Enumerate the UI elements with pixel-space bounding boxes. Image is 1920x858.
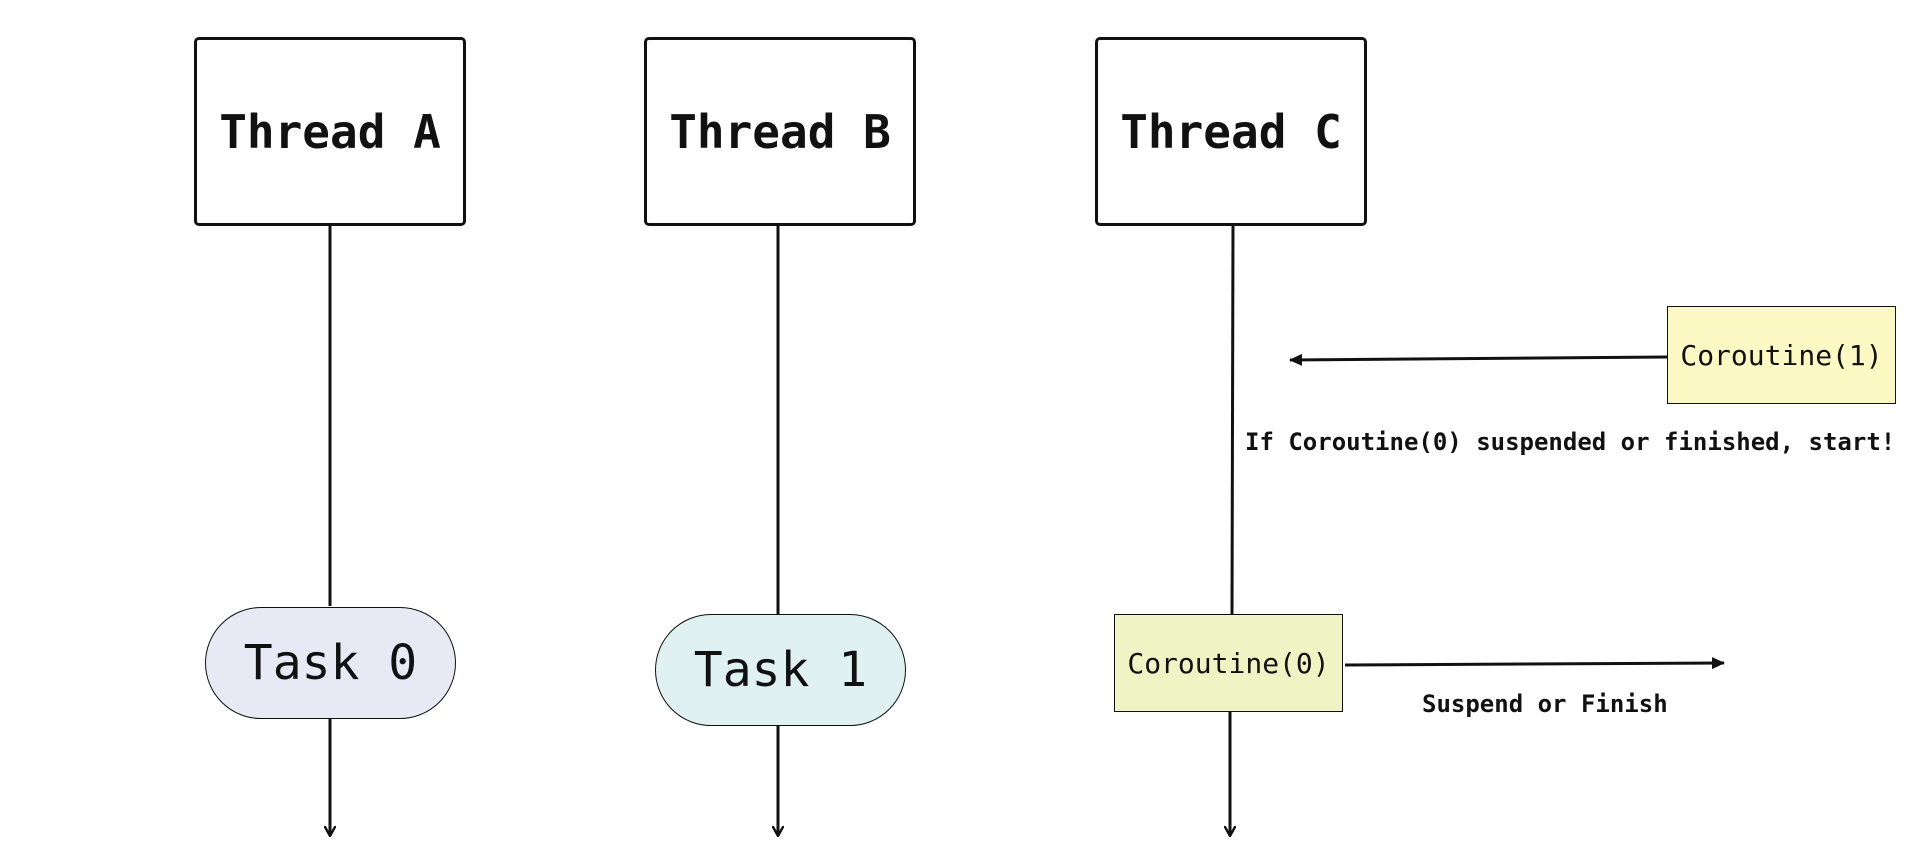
thread-b-box: Thread B bbox=[644, 37, 916, 226]
task-1-label: Task 1 bbox=[693, 642, 868, 698]
thread-b-label: Thread B bbox=[669, 104, 891, 159]
thread-c-lifeline-upper bbox=[1230, 223, 1235, 615]
thread-a-box: Thread A bbox=[194, 37, 466, 226]
coroutine-1-node: Coroutine(1) bbox=[1667, 306, 1896, 404]
coroutine-0-node: Coroutine(0) bbox=[1114, 614, 1343, 712]
thread-a-label: Thread A bbox=[219, 104, 441, 159]
coroutine-0-label: Coroutine(0) bbox=[1127, 646, 1330, 680]
coroutine-1-incoming-arrow bbox=[1289, 353, 1668, 366]
coroutine-0-outgoing-arrow bbox=[1344, 657, 1725, 670]
coroutine-1-label: Coroutine(1) bbox=[1680, 338, 1883, 372]
start-condition-annotation: If Coroutine(0) suspended or finished, s… bbox=[1245, 428, 1896, 456]
suspend-or-finish-annotation: Suspend or Finish bbox=[1422, 690, 1668, 718]
task-1-node: Task 1 bbox=[655, 614, 906, 726]
task-0-label: Task 0 bbox=[243, 635, 418, 691]
thread-c-label: Thread C bbox=[1120, 104, 1342, 159]
thread-c-box: Thread C bbox=[1095, 37, 1367, 226]
task-0-node: Task 0 bbox=[205, 607, 456, 719]
